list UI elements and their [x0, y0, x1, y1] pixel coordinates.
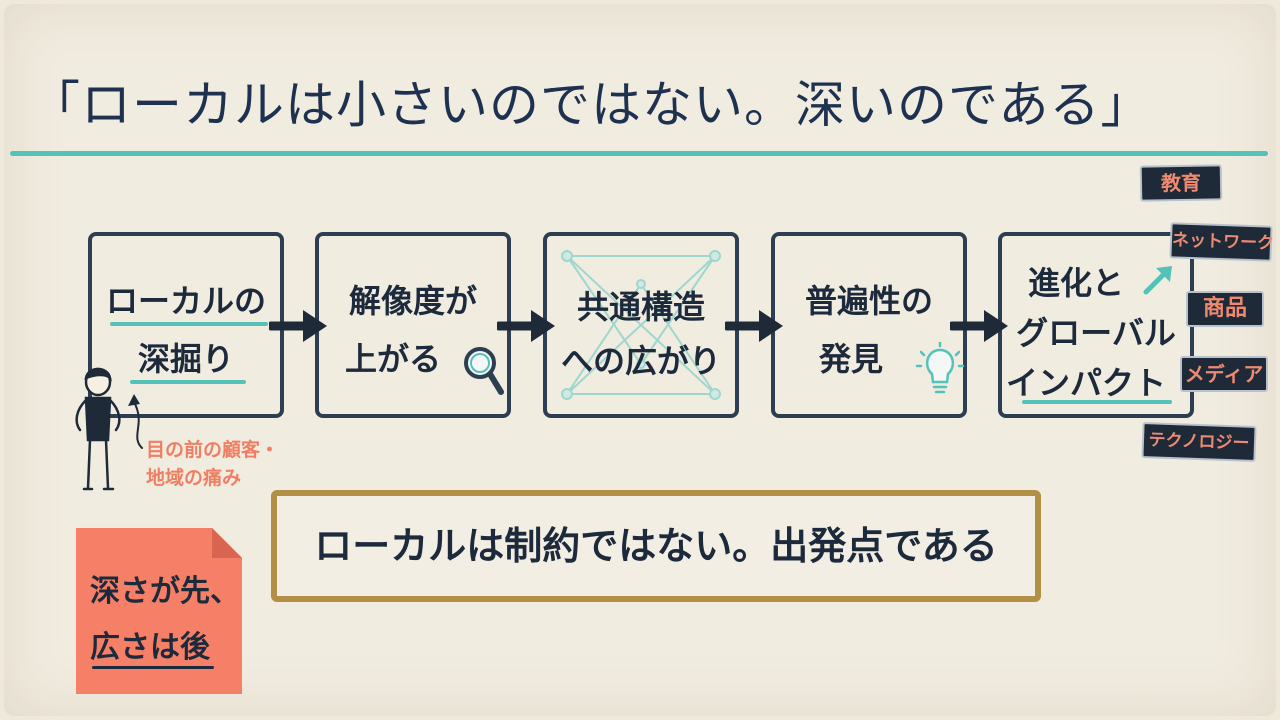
pain-point-note: 目の前の顧客・ 地域の痛み — [146, 436, 279, 492]
impact-tag-media: メディア — [1180, 356, 1268, 392]
step-3-line-2: への広がり — [560, 342, 721, 380]
page-title: 「ローカルは小さいのではない。深いのである」 — [30, 76, 1152, 134]
title-divider — [10, 151, 1268, 156]
step-5-line-2: グローバル — [1016, 314, 1176, 352]
step-local-deep-dive: ローカルの 深掘り — [88, 232, 284, 418]
lightbulb-icon — [915, 342, 965, 394]
flow-arrow-3 — [725, 310, 783, 342]
pain-point-line-2: 地域の痛み — [146, 467, 242, 489]
step-4-line-1: 普遍性の — [804, 282, 933, 320]
flow-arrow-1 — [269, 310, 327, 342]
sticky-note-underline — [92, 666, 214, 669]
step-5-line-3: インパクト — [1005, 364, 1166, 402]
step-resolution-increase: 解像度が 上がる — [315, 232, 511, 418]
step-2-line-1: 解像度が — [348, 282, 477, 320]
pain-point-line-1: 目の前の顧客・ — [146, 439, 280, 461]
step-1-underline-1 — [110, 322, 268, 326]
step-common-structure: 共通構造 への広がり — [543, 232, 739, 418]
impact-tag-technology: テクノロジー — [1141, 422, 1257, 462]
step-4-line-2: 発見 — [818, 340, 883, 378]
step-1-line-2: 深掘り — [137, 340, 234, 378]
step-5-line-1: 進化と — [1027, 264, 1124, 302]
magnifier-icon — [464, 347, 504, 395]
step-global-impact: 進化と グローバル インパクト — [998, 232, 1194, 418]
banner-text: ローカルは制約ではない。出発点である — [314, 524, 998, 568]
person-figure-icon — [75, 367, 121, 491]
key-message-banner: ローカルは制約ではない。出発点である — [271, 490, 1041, 602]
up-right-arrow-icon — [1143, 266, 1172, 295]
step-universal-discovery: 普遍性の 発見 — [771, 232, 967, 418]
flow-arrow-4 — [950, 310, 1008, 342]
sticky-note-line-1: 深さが先、 — [90, 574, 240, 609]
pointer-arrow-icon — [128, 394, 143, 449]
sticky-note-line-2: 広さは後 — [90, 630, 210, 665]
step-1-underline-2 — [130, 380, 246, 384]
step-1-line-1: ローカルの — [105, 282, 266, 320]
impact-tag-network: ネットワーク — [1169, 222, 1274, 262]
step-3-line-1: 共通構造 — [576, 288, 705, 326]
impact-tag-education: 教育 — [1139, 164, 1223, 202]
impact-tag-products: 商品 — [1186, 291, 1264, 327]
network-lines-icon — [561, 250, 721, 400]
step-5-underline — [1022, 400, 1172, 404]
flow-arrow-2 — [497, 310, 555, 342]
step-2-line-2: 上がる — [344, 340, 441, 378]
